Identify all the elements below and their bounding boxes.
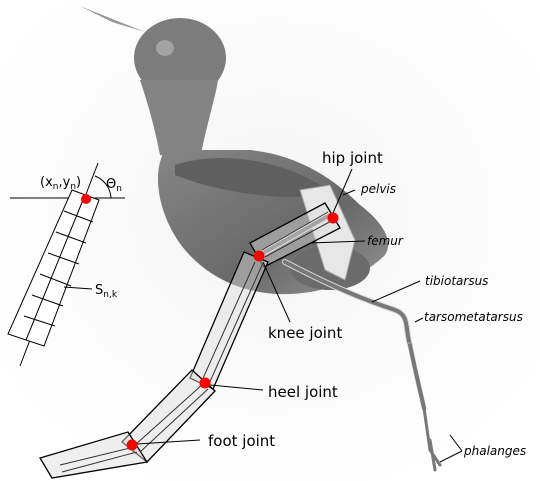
tibiotarsus-label: tibiotarsus [425, 274, 488, 288]
femur-label: femur [367, 234, 404, 248]
schematic-origin-marker [81, 194, 91, 204]
phalanges-label: phalanges [463, 444, 526, 458]
hip-joint-label: hip joint [322, 149, 383, 167]
hip-joint-marker [328, 213, 339, 224]
foot-joint-marker [127, 440, 138, 451]
knee-joint-marker [254, 251, 265, 262]
heel-joint-label: heel joint [268, 383, 338, 401]
foot-joint-label: foot joint [208, 432, 275, 450]
pelvis-label: pelvis [360, 182, 396, 196]
heel-joint-marker [200, 378, 211, 389]
tarsometatarsus-label: tarsometatarsus [424, 310, 523, 324]
knee-joint-label: knee joint [268, 324, 342, 342]
